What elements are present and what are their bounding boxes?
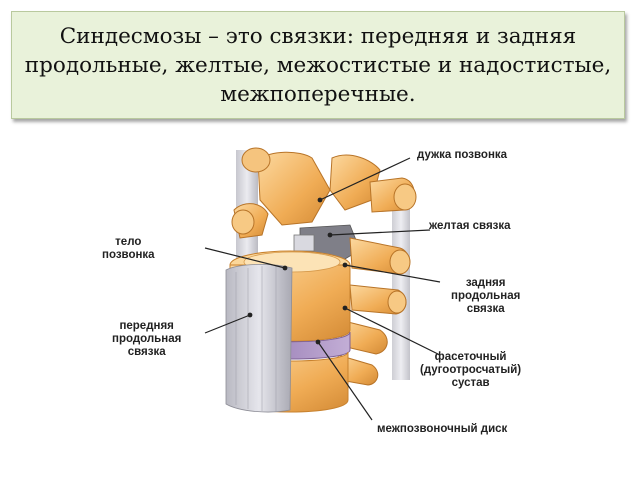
label-anterior-ligament: передняя продольная связка bbox=[112, 320, 182, 358]
slide-title: Синдесмозы – это связки: передняя и задн… bbox=[24, 23, 612, 107]
label-arch: дужка позвонка bbox=[417, 149, 508, 161]
label-facet-joint: фасеточный (дугоотросчатый) сустав bbox=[420, 351, 522, 389]
posterior-elements bbox=[231, 147, 417, 386]
anterior-ligament-band bbox=[225, 263, 293, 413]
label-posterior-ligament: задняя продольная связка bbox=[451, 277, 521, 315]
title-box: Синдесмозы – это связки: передняя и задн… bbox=[11, 11, 625, 119]
label-disc: межпозвоночный диск bbox=[377, 423, 508, 435]
label-vertebral-body: тело позвонка bbox=[102, 236, 155, 261]
leader-dots bbox=[247, 197, 348, 345]
label-ligamentum-flavum: желтая связка bbox=[429, 220, 511, 232]
leader-lines bbox=[204, 157, 441, 421]
